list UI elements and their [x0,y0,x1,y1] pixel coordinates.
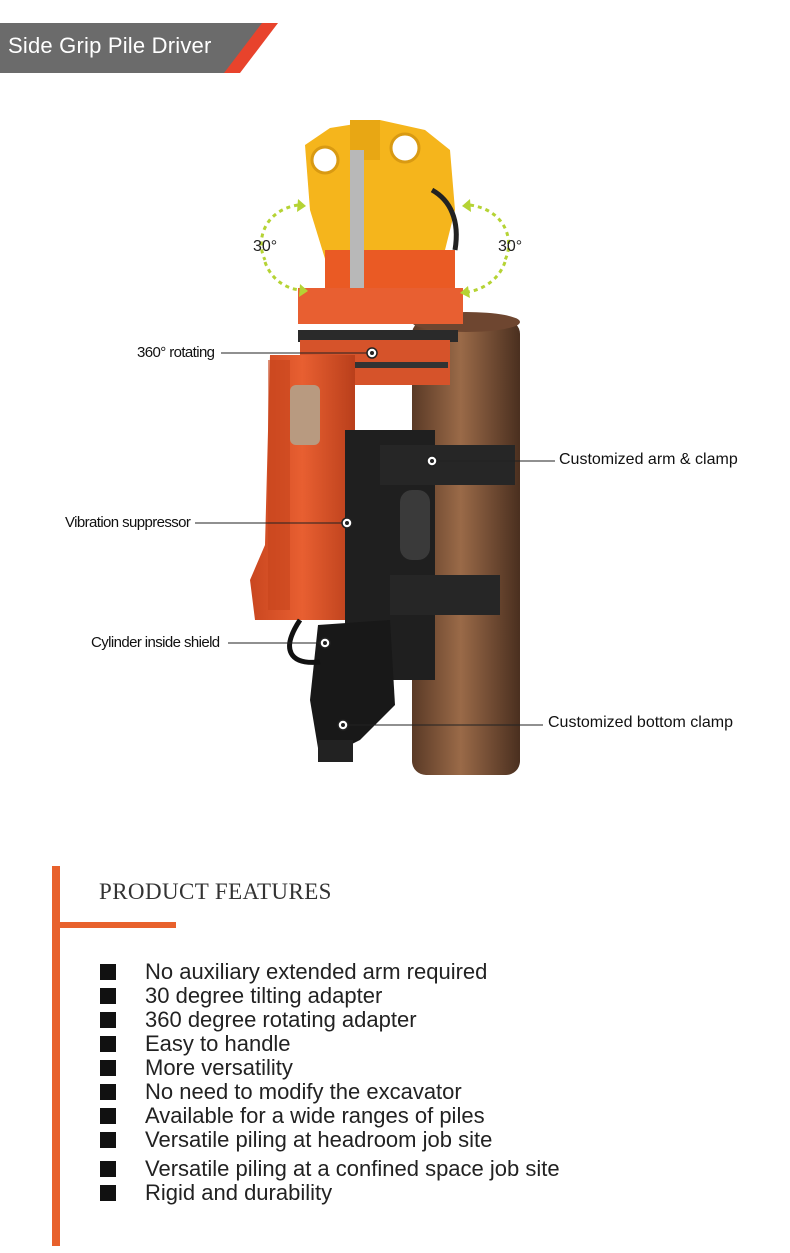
feature-text: More versatility [145,1055,293,1080]
tilt-arrows [259,203,511,294]
square-bullet-icon [100,1060,116,1076]
feature-text: Versatile piling at a confined space job… [145,1156,560,1181]
feature-text: No need to modify the excavator [145,1079,462,1104]
feature-item: 30 degree tilting adapter [100,983,560,1008]
features-accent-underline [52,922,176,928]
feature-item: More versatility [100,1055,560,1080]
feature-item: Versatile piling at headroom job site [100,1127,560,1152]
tilt-arrowheads [297,199,471,298]
product-figure: 30° 30° 360° rotating Vibration suppress… [0,100,790,800]
feature-item: Rigid and durability [100,1180,560,1205]
square-bullet-icon [100,1161,116,1177]
banner-shape [0,23,278,73]
square-bullet-icon [100,1012,116,1028]
tilt-arrow-right-bottom [467,261,507,294]
tilt-arrow-left-bottom [263,261,303,292]
title-banner: Side Grip Pile Driver [0,23,278,73]
features-list: No auxiliary extended arm required 30 de… [100,959,560,1205]
tilt-arrow-right-top [469,203,511,261]
page-title: Side Grip Pile Driver [8,33,212,58]
feature-item: 360 degree rotating adapter [100,1007,560,1032]
callout-cylinder: Cylinder inside shield [91,634,220,651]
callout-arm-clamp: Customized arm & clamp [559,451,738,468]
feature-text: 30 degree tilting adapter [145,983,383,1008]
feature-text: No auxiliary extended arm required [145,959,488,984]
features-heading: PRODUCT FEATURES [99,879,332,904]
steel-pile [412,312,520,775]
square-bullet-icon [100,964,116,980]
square-bullet-icon [100,1036,116,1052]
callout-suppressor: Vibration suppressor [65,514,191,531]
rotator [298,288,463,385]
feature-text: Versatile piling at headroom job site [145,1127,493,1152]
feature-item: Easy to handle [100,1031,560,1056]
square-bullet-icon [100,1185,116,1201]
feature-text: Available for a wide ranges of piles [145,1103,485,1128]
callout-lines [195,347,555,731]
square-bullet-icon [100,988,116,1004]
feature-text: 360 degree rotating adapter [145,1007,417,1032]
tilt-right-label: 30° [498,238,523,255]
square-bullet-icon [100,1084,116,1100]
square-bullet-icon [100,1108,116,1124]
tilt-left-label: 30° [253,238,278,255]
feature-text: Rigid and durability [145,1180,333,1205]
pile-driver-illustration [195,120,555,775]
callout-bottom-clamp: Customized bottom clamp [548,714,733,731]
square-bullet-icon [100,1132,116,1148]
tilt-arrow-left-top [259,203,299,261]
feature-text: Easy to handle [145,1031,291,1056]
features-accent-bar [52,866,60,1246]
tilting-adapter [305,120,459,290]
feature-item: No need to modify the excavator [100,1079,560,1104]
callout-rotating: 360° rotating [137,344,215,361]
feature-item: Versatile piling at a confined space job… [100,1156,560,1181]
feature-item: No auxiliary extended arm required [100,959,560,984]
vibrator-housing [250,355,355,620]
feature-item: Available for a wide ranges of piles [100,1103,560,1128]
